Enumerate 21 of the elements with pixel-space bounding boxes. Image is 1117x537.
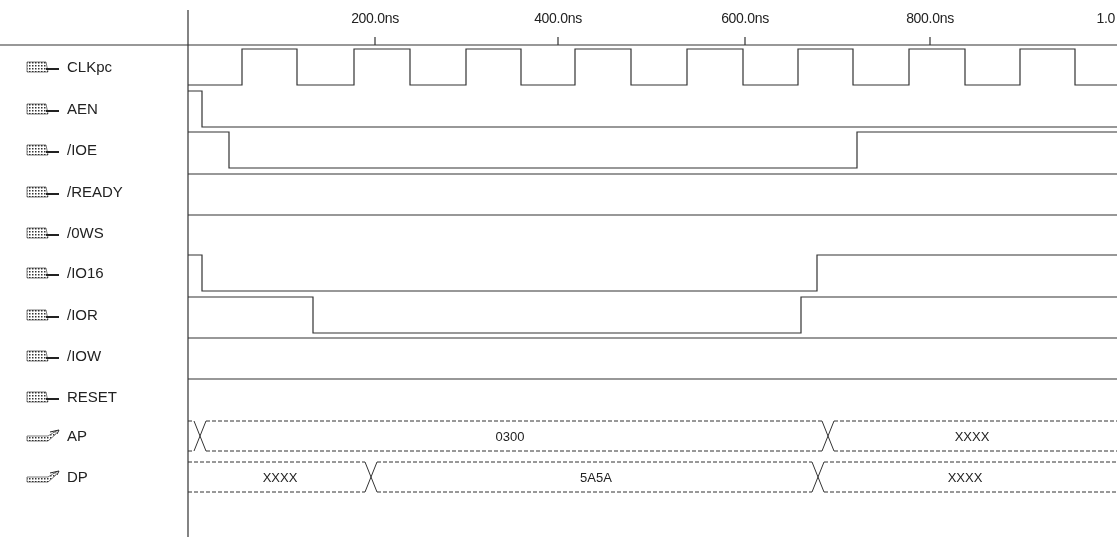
time-tick-label: 800.0ns bbox=[906, 10, 954, 26]
signal-name: /IO16 bbox=[67, 263, 104, 281]
signal-name: /0WS bbox=[67, 223, 104, 241]
time-tick-label: 200.0ns bbox=[351, 10, 399, 26]
time-tick-label: 600.0ns bbox=[721, 10, 769, 26]
bus-value: XXXX bbox=[947, 469, 983, 485]
signal-name: /IOR bbox=[67, 305, 98, 323]
signal-name: CLKpc bbox=[67, 57, 113, 75]
signal-name: /IOE bbox=[67, 140, 97, 158]
bus-value: 0300 bbox=[495, 428, 525, 444]
time-tick-label: 1.0 bbox=[1096, 10, 1115, 26]
signal-name: /IOW bbox=[67, 346, 102, 364]
signal-name: /READY bbox=[67, 182, 123, 200]
signal-name: DP bbox=[67, 467, 88, 485]
bus-value: XXXX bbox=[262, 469, 298, 485]
signal-name: AEN bbox=[67, 99, 98, 117]
signal-name: RESET bbox=[67, 387, 117, 405]
bus-value: XXXX bbox=[954, 428, 990, 444]
bus-value: 5A5A bbox=[580, 469, 612, 485]
signal-name: AP bbox=[67, 426, 87, 444]
time-tick-label: 400.0ns bbox=[534, 10, 582, 26]
